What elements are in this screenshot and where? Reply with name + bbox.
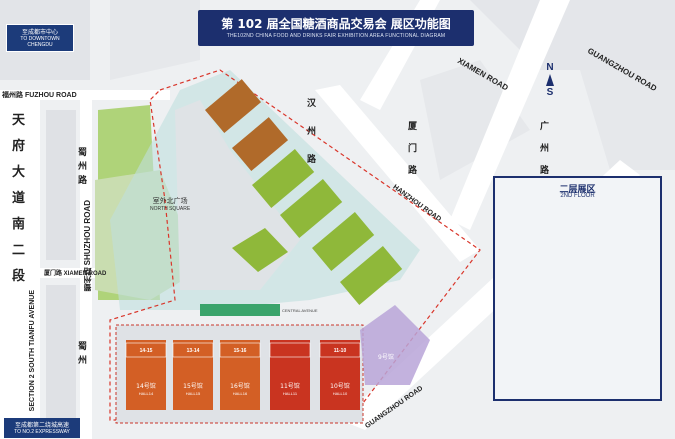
road-char: 门: [408, 144, 418, 154]
road-char: 府: [12, 139, 26, 154]
road-char: 南: [12, 217, 26, 232]
road-char: 蜀: [78, 148, 88, 158]
title-banner: 第 102 届全国糖酒商品交易会 展区功能图 THE102ND CHINA FO…: [198, 10, 474, 46]
bottom-hall-num: 10号馆: [330, 382, 350, 390]
road-char: 二: [12, 243, 26, 258]
compass: N S: [540, 62, 560, 112]
xiamen-road-label: 厦门路 XIAMEN ROAD: [44, 271, 107, 277]
road-char: 段: [12, 269, 26, 284]
bottom-hall-top-label: 13-14: [187, 348, 200, 354]
guangzhou-road-diag: [450, 0, 570, 230]
bottom-hall-num: 14号馆: [136, 382, 156, 390]
green-hall: [280, 179, 343, 238]
second-floor-sub: 2ND FLOOR: [560, 193, 595, 199]
green-hall: [340, 246, 403, 305]
bottom-hall-top-label: 14-15: [140, 348, 153, 354]
brown-hall: [205, 79, 262, 133]
bottom-hall-top-label: 15-16: [234, 348, 247, 354]
central-avenue-strip: [200, 304, 280, 316]
brown-hall: [231, 117, 289, 171]
road-char: 道: [12, 191, 26, 206]
second-ring-sign: 至成都第二绕城高速 TO NO.2 EXPRESSWAY: [4, 418, 80, 438]
bottom-hall-header: [269, 342, 311, 358]
downtown-sign-en2: CHENGDU: [27, 42, 53, 48]
road-char: 天: [12, 113, 26, 128]
road-char: 州: [540, 144, 550, 154]
bottom-hall-en: HALL15: [186, 391, 201, 396]
bottom-hall-en: HALL14: [139, 391, 154, 396]
road-char: 路: [408, 166, 418, 176]
venue-boundary: [109, 69, 481, 421]
north-square-cn: 室外北广场: [152, 197, 188, 205]
hanzhou-road-chars: 汉州路: [307, 90, 316, 174]
road-char: 路: [307, 155, 317, 165]
second-ring-sign-en: TO NO.2 EXPRESSWAY: [14, 429, 70, 435]
tianfu-avenue: [0, 100, 40, 439]
hall9-block: [360, 305, 430, 385]
title-cn: 第 102 届全国糖酒商品交易会 展区功能图: [221, 17, 451, 31]
bottom-hall-num: 16号馆: [230, 382, 250, 390]
second-floor-title: 二层展区: [559, 185, 596, 195]
hall9-label: 9号馆: [378, 354, 394, 361]
second-ring-sign-cn: 至成都第二绕城高速: [14, 422, 69, 429]
bottom-hall-en: HALL11: [283, 391, 298, 396]
road-char: 大: [12, 165, 26, 180]
second-floor-panel: 二层展区 2ND FLOOR: [493, 176, 662, 401]
xiamen-road-chars: 厦门路: [408, 116, 417, 182]
road-char: 州: [307, 127, 317, 137]
north-square-label: 室外北广场 NORTH SQUARE: [150, 196, 190, 212]
green-hall: [312, 212, 375, 271]
tianfu-avenue-chars: 天府大道南二段: [12, 108, 25, 290]
road-char: 州: [78, 162, 88, 172]
bottom-hall-top-label: 11-10: [334, 348, 347, 354]
hanzhou-road: [315, 85, 480, 262]
guangzhou-road-chars: 广州路: [540, 116, 549, 182]
north-square-en: NORTH SQUARE: [150, 206, 191, 212]
bottom-hall-num: 11号馆: [280, 382, 300, 390]
shuzhou-road-en: 蜀州路 SHUZHOU ROAD: [83, 200, 92, 292]
title-en: THE102ND CHINA FOOD AND DRINKS FAIR EXHI…: [226, 33, 446, 39]
fuzhou-road-label: 福州路 FUZHOU ROAD: [2, 92, 77, 99]
green-hall: [252, 149, 315, 208]
fuzhou-road: [0, 90, 170, 100]
road-char: 路: [540, 166, 550, 176]
section2-road-en: SECTION 2 SOUTH TIANFU AVENUE: [29, 290, 36, 412]
road-char: 路: [78, 176, 88, 186]
compass-arrow-icon: [546, 74, 554, 86]
downtown-sign: 至成都市中心 TO DOWNTOWN CHENGDU: [6, 24, 74, 52]
road-char: 蜀: [78, 342, 88, 352]
compass-s: S: [546, 87, 554, 98]
bottom-hall-en: HALL10: [333, 391, 348, 396]
road-char: 厦: [408, 122, 418, 132]
bottom-hall-num: 15号馆: [183, 382, 203, 390]
road-char: 广: [540, 122, 550, 132]
road-char: 汉: [307, 99, 317, 109]
central-avenue-label: CENTRAL AVENUE: [282, 308, 318, 313]
bottom-hall-header: [319, 342, 361, 358]
bottom-hall-header: [219, 342, 261, 358]
bottom-hall-en: HALL16: [233, 391, 248, 396]
shuzhou-road-chars: 蜀州路: [78, 146, 87, 188]
road-char: 州: [78, 356, 88, 366]
downtown-sign-cn: 至成都市中心: [21, 29, 58, 36]
compass-n: N: [546, 62, 554, 73]
bottom-hall-header: [172, 342, 214, 358]
downtown-sign-en1: TO DOWNTOWN: [20, 36, 60, 42]
shuzhou-road-chars-lower: 蜀州: [78, 340, 87, 368]
bottom-hall-header: [125, 342, 167, 358]
